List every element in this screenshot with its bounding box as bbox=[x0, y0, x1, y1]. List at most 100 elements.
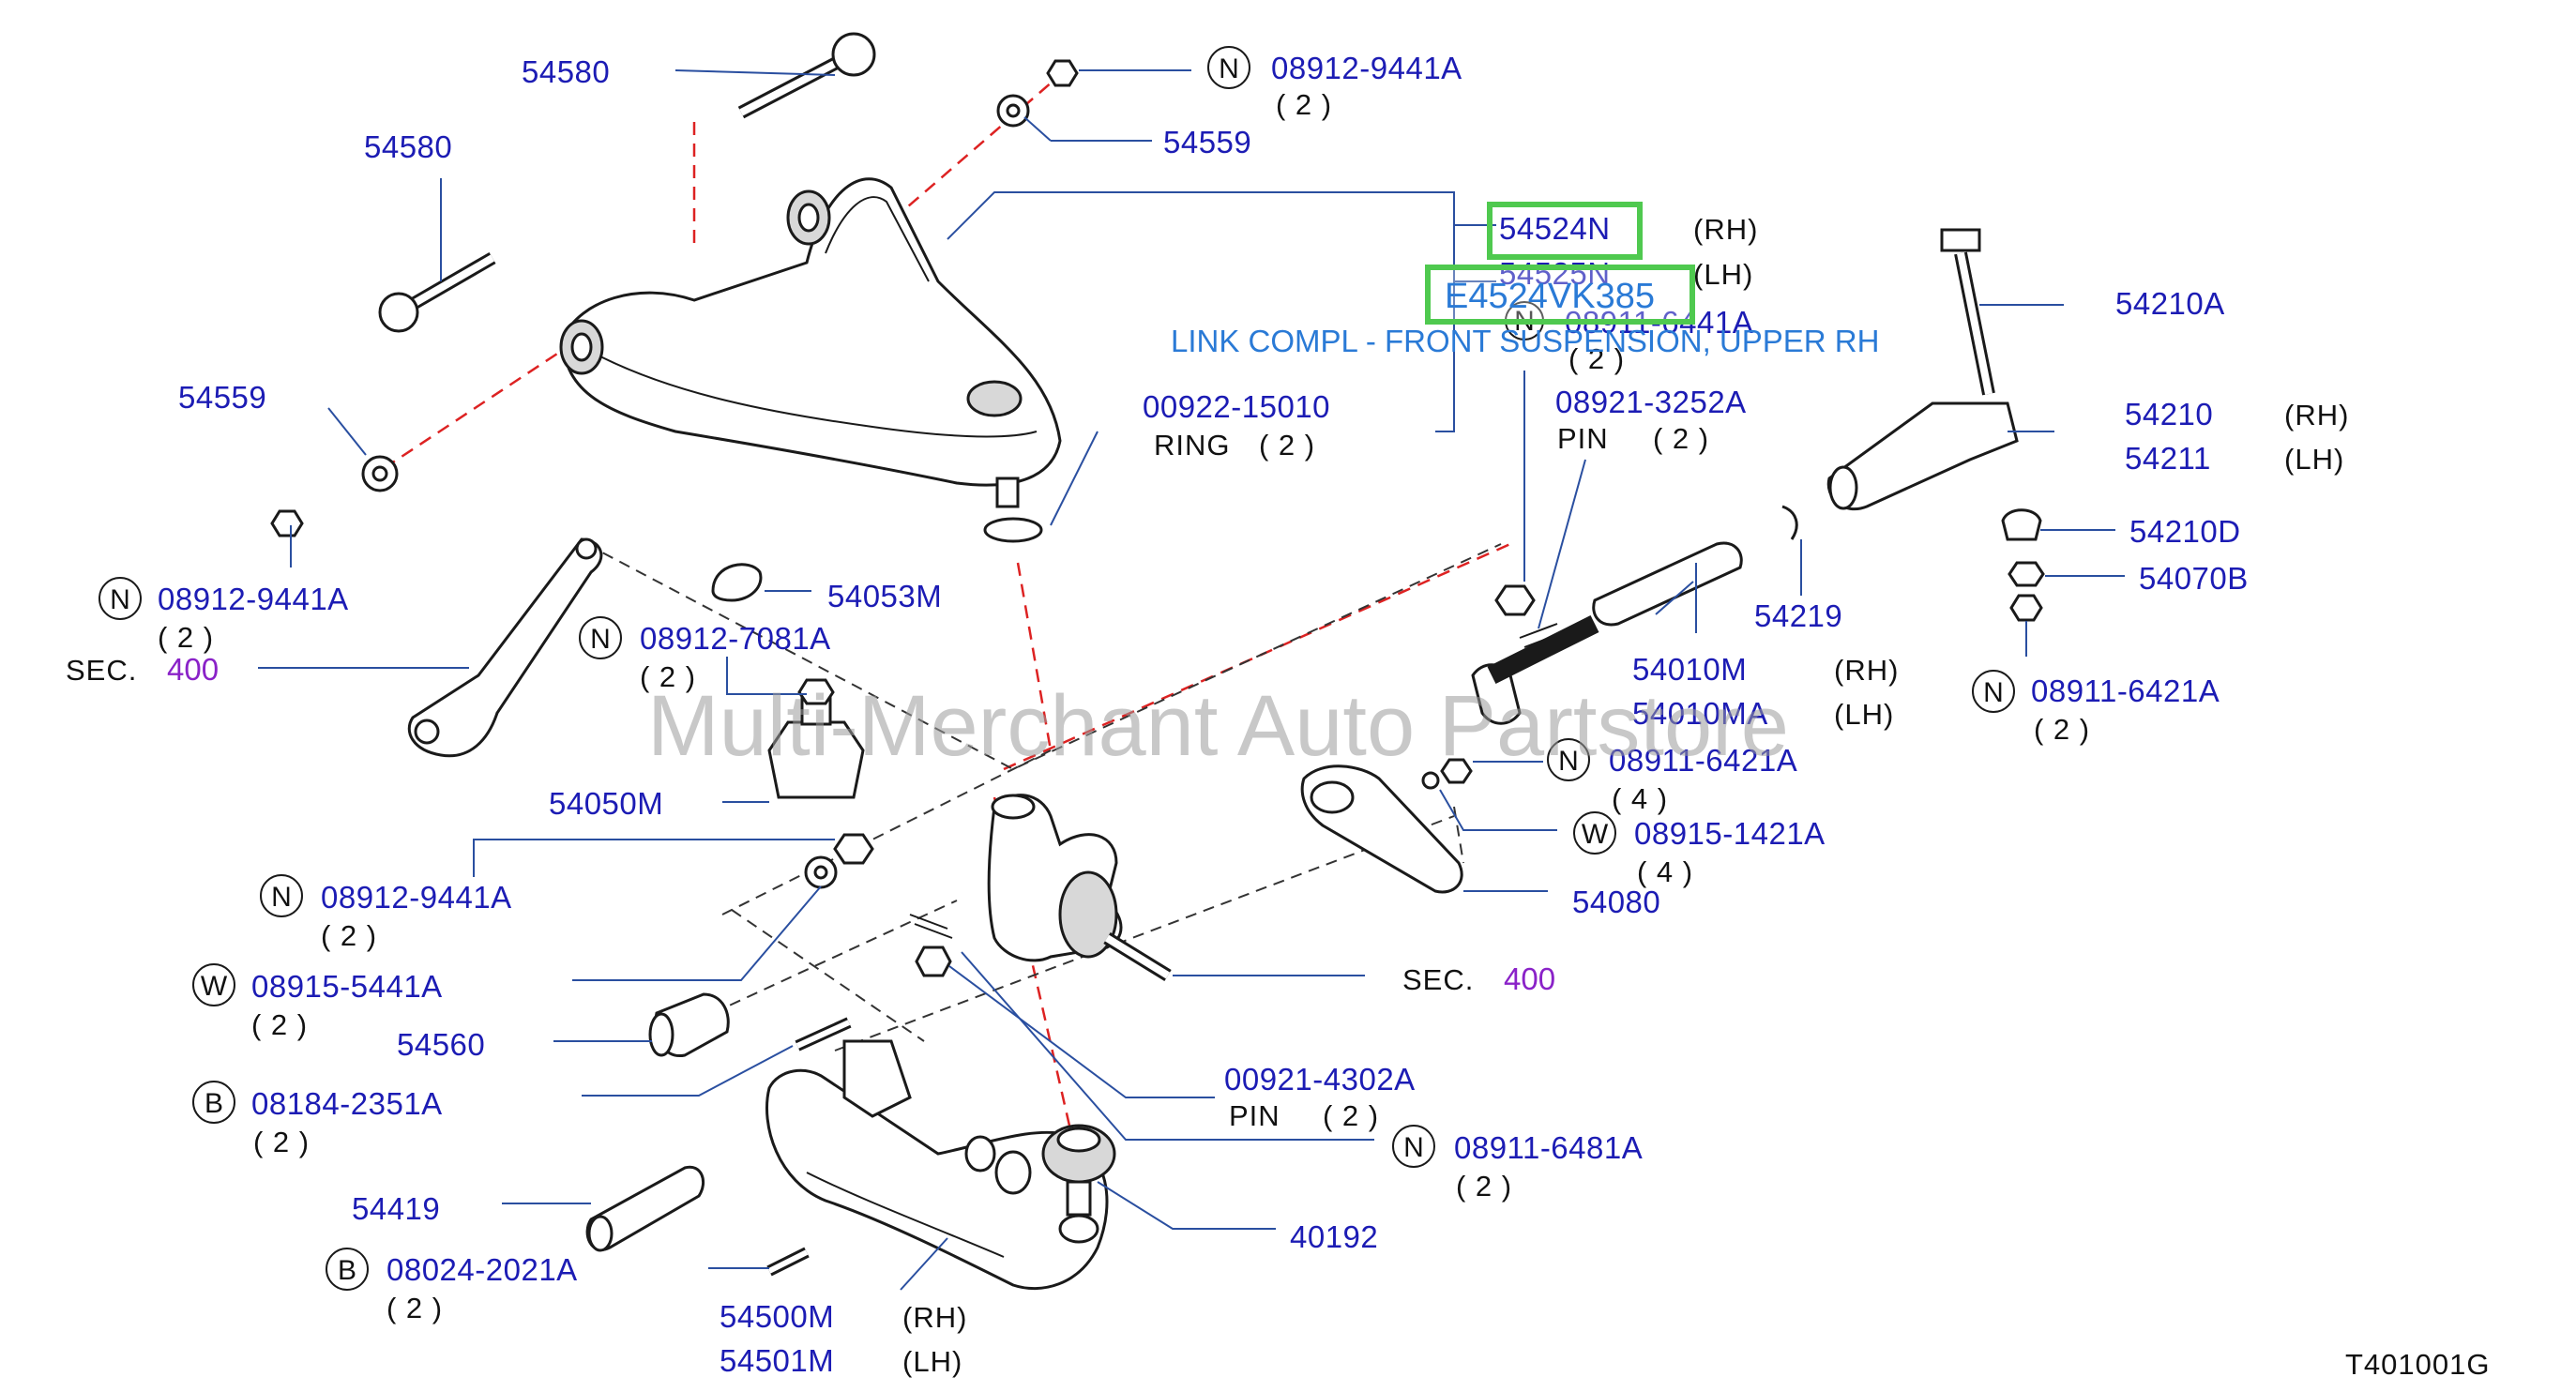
nut-08911-6421A-mid[interactable] bbox=[1440, 758, 1473, 784]
label-54500M[interactable]: 54500M bbox=[720, 1299, 834, 1334]
svg-text:( 2 ): ( 2 ) bbox=[253, 1126, 310, 1158]
link-sec-400-1[interactable]: 400 bbox=[167, 652, 219, 687]
washer-08915-1421A[interactable] bbox=[1421, 771, 1440, 790]
label-54524N[interactable]: 54524N bbox=[1499, 211, 1611, 246]
svg-text:(RH): (RH) bbox=[2284, 399, 2349, 431]
svg-text:B: B bbox=[205, 1088, 223, 1119]
upper-control-arm[interactable] bbox=[559, 177, 1062, 543]
svg-text:W: W bbox=[1582, 819, 1609, 850]
stabilizer-link-sec400[interactable] bbox=[407, 537, 603, 758]
label-54419[interactable]: 54419 bbox=[352, 1191, 440, 1226]
label-54050M[interactable]: 54050M bbox=[549, 786, 663, 821]
label-54080[interactable]: 54080 bbox=[1572, 885, 1660, 919]
label-54501M[interactable]: 54501M bbox=[720, 1343, 834, 1378]
washer-08915-5441A[interactable] bbox=[804, 855, 838, 889]
label-54580-left[interactable]: 54580 bbox=[364, 129, 452, 164]
label-54211[interactable]: 54211 bbox=[2125, 441, 2211, 476]
label-08911-6421A-right[interactable]: 08911-6421A bbox=[2031, 673, 2220, 708]
label-54210D[interactable]: 54210D bbox=[2129, 514, 2241, 549]
washer-54559-left[interactable] bbox=[361, 455, 399, 492]
tension-rod-bracket-54080[interactable] bbox=[1300, 764, 1463, 894]
label-54560[interactable]: 54560 bbox=[397, 1027, 485, 1062]
pin-54419[interactable] bbox=[585, 1165, 705, 1252]
svg-text:( 2 ): ( 2 ) bbox=[251, 1008, 308, 1041]
nut-08911-6421A-right[interactable] bbox=[2009, 594, 2043, 622]
lower-control-arm[interactable] bbox=[765, 1039, 1109, 1291]
bushing-54560[interactable] bbox=[648, 992, 730, 1057]
watermark: Multi-Merchant Auto Partstore bbox=[647, 678, 1789, 774]
svg-text:( 2 ): ( 2 ) bbox=[1568, 342, 1625, 375]
highlight-box-54524N[interactable] bbox=[1487, 202, 1643, 260]
svg-text:( 2 ): ( 2 ) bbox=[1323, 1099, 1379, 1132]
svg-text:N: N bbox=[110, 584, 130, 615]
label-54010MA[interactable]: 54010MA bbox=[1632, 696, 1768, 731]
highlight-box-part-code[interactable] bbox=[1425, 265, 1695, 325]
snap-ring-54219[interactable] bbox=[1781, 505, 1798, 540]
label-08912-9441A-left[interactable]: 08912-9441A bbox=[158, 582, 349, 616]
svg-text:PIN: PIN bbox=[1229, 1099, 1280, 1132]
washer-54559-top[interactable] bbox=[996, 94, 1030, 128]
bump-cap-54053M[interactable] bbox=[711, 563, 763, 602]
svg-text:(LH): (LH) bbox=[1834, 698, 1894, 731]
label-00922-15010[interactable]: 00922-15010 bbox=[1143, 389, 1330, 424]
svg-text:PIN: PIN bbox=[1557, 422, 1609, 455]
ball-joint-40192[interactable] bbox=[1041, 1124, 1116, 1244]
nut-08912-9441A-top[interactable] bbox=[1046, 59, 1079, 87]
cotter-pin-00921-4302A[interactable] bbox=[909, 914, 953, 939]
label-08911-6421A-mid[interactable]: 08911-6421A bbox=[1609, 743, 1797, 778]
seat-54210D[interactable] bbox=[2001, 508, 2042, 541]
label-08911-6481A[interactable]: 08911-6481A bbox=[1454, 1130, 1643, 1165]
label-54580-top[interactable]: 54580 bbox=[522, 54, 610, 89]
label-08915-5441A[interactable]: 08915-5441A bbox=[251, 969, 443, 1004]
bump-stopper-54050M[interactable] bbox=[767, 678, 865, 799]
label-54525N[interactable]: 54525N bbox=[1499, 256, 1611, 291]
svg-text:N: N bbox=[1403, 1132, 1424, 1163]
label-54219[interactable]: 54219 bbox=[1754, 598, 1842, 633]
label-08915-1421A[interactable]: 08915-1421A bbox=[1634, 816, 1826, 851]
anchor-arm-54210[interactable] bbox=[1826, 401, 2019, 511]
svg-text:W: W bbox=[201, 971, 228, 1002]
nut-08912-9441A-low[interactable] bbox=[833, 833, 874, 865]
label-54210A[interactable]: 54210A bbox=[2115, 286, 2225, 321]
link-sec-400-2[interactable]: 400 bbox=[1504, 961, 1555, 996]
label-54010M[interactable]: 54010M bbox=[1632, 652, 1747, 687]
highlight-part-code[interactable]: E4524VK385 bbox=[1445, 277, 1655, 316]
svg-text:( 2 ): ( 2 ) bbox=[1653, 422, 1709, 455]
svg-text:N: N bbox=[1558, 746, 1579, 777]
label-54559-left[interactable]: 54559 bbox=[178, 380, 266, 415]
leader-lines bbox=[258, 69, 2125, 1291]
label-40192[interactable]: 40192 bbox=[1290, 1219, 1378, 1254]
bushing-54010M[interactable] bbox=[1471, 541, 1743, 725]
nut-08911-6481A[interactable] bbox=[915, 946, 952, 977]
label-08921-3252A[interactable]: 08921-3252A bbox=[1555, 385, 1747, 419]
bolt-54210A[interactable] bbox=[1940, 228, 1995, 396]
label-08184-2351A[interactable]: 08184-2351A bbox=[251, 1086, 443, 1121]
nut-08911-6441A[interactable] bbox=[1494, 584, 1536, 616]
svg-text:( 4 ): ( 4 ) bbox=[1637, 855, 1693, 888]
label-00921-4302A[interactable]: 00921-4302A bbox=[1224, 1062, 1416, 1097]
svg-text:( 2 ): ( 2 ) bbox=[386, 1292, 443, 1324]
bolt-08024-2021A[interactable] bbox=[766, 1247, 810, 1277]
svg-text:N: N bbox=[590, 624, 611, 655]
label-54210[interactable]: 54210 bbox=[2125, 397, 2213, 431]
label-54070B[interactable]: 54070B bbox=[2139, 561, 2249, 596]
nut-54070B[interactable] bbox=[2008, 561, 2045, 587]
steering-knuckle[interactable] bbox=[987, 794, 1172, 981]
label-08912-9441A-low[interactable]: 08912-9441A bbox=[321, 880, 512, 915]
part-labels: 54580 N 08912-9441A ( 2 ) 54559 54580 54… bbox=[66, 46, 2490, 1381]
part-highlight: E4524VK385 LINK COMPL - FRONT SUSPENSION… bbox=[1171, 202, 1879, 358]
svg-text:(LH): (LH) bbox=[902, 1345, 962, 1378]
svg-text:( 2 ): ( 2 ) bbox=[321, 919, 377, 952]
label-08912-7081A[interactable]: 08912-7081A bbox=[640, 621, 831, 656]
bolt-08184-2351A[interactable] bbox=[795, 1017, 852, 1052]
label-08024-2021A[interactable]: 08024-2021A bbox=[386, 1252, 578, 1287]
svg-text:(RH): (RH) bbox=[902, 1301, 967, 1334]
bolt-54580-top[interactable] bbox=[737, 32, 876, 119]
label-08912-9441A-top[interactable]: 08912-9441A bbox=[1271, 51, 1462, 85]
svg-text:(RH): (RH) bbox=[1834, 654, 1899, 687]
nut-08912-9441A-left[interactable] bbox=[270, 509, 304, 537]
label-54559-top[interactable]: 54559 bbox=[1163, 125, 1251, 159]
bolt-54580-left[interactable] bbox=[378, 251, 496, 333]
label-54053M[interactable]: 54053M bbox=[827, 579, 942, 613]
